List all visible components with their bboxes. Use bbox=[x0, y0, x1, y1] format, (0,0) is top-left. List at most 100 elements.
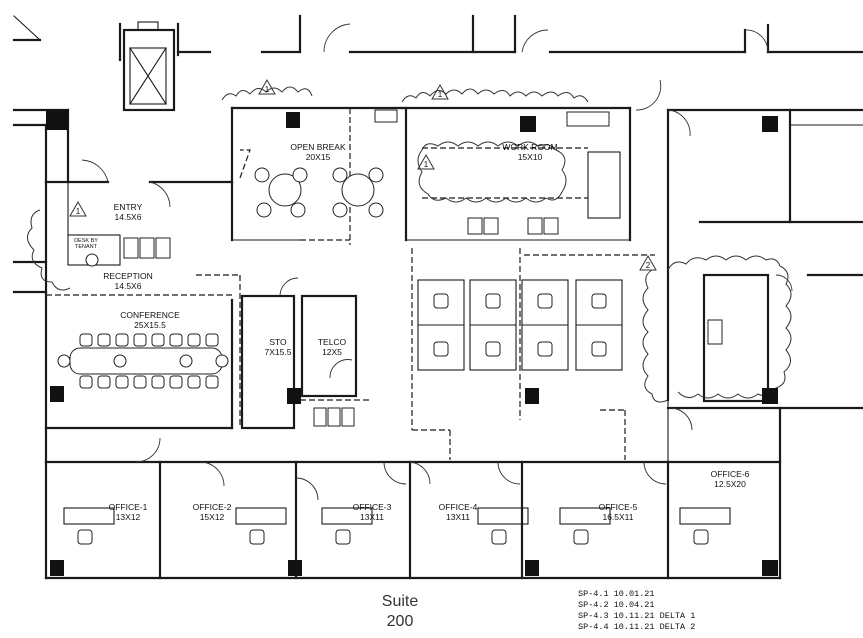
delta-marker: 2 bbox=[639, 254, 657, 271]
entry-reception bbox=[46, 159, 232, 296]
office-chair bbox=[249, 529, 265, 545]
revision-list: SP-4.1 10.01.21 SP-4.2 10.04.21 SP-4.3 1… bbox=[578, 589, 695, 632]
workstation-chair bbox=[591, 341, 607, 357]
office-chair bbox=[573, 529, 589, 545]
room-label-office-5: OFFICE-5 16.5X11 bbox=[599, 502, 638, 522]
workstation-chair bbox=[537, 341, 553, 357]
conference-chair bbox=[97, 375, 111, 389]
conference-chair bbox=[115, 375, 129, 389]
workstation-chair bbox=[433, 341, 449, 357]
desk-label-line1: DESK BY bbox=[74, 238, 98, 244]
office-chair bbox=[693, 529, 709, 545]
room-label-office-4: OFFICE-4 13X11 bbox=[439, 502, 478, 522]
delta-marker: 1 bbox=[431, 83, 449, 100]
break-and-work-area bbox=[230, 106, 632, 245]
workstation-chair bbox=[485, 341, 501, 357]
break-tables bbox=[254, 167, 384, 218]
room-size: 14.5X6 bbox=[115, 281, 142, 291]
revision-entry: SP-4.3 10.11.21 DELTA 1 bbox=[578, 611, 695, 621]
delta-markers: 1 1 1 2 1 bbox=[69, 78, 657, 271]
office-chair bbox=[77, 529, 93, 545]
room-name: OFFICE-1 bbox=[109, 502, 148, 512]
conference-chair bbox=[187, 333, 201, 347]
room-label-entry: ENTRY 14.5X6 bbox=[114, 202, 143, 222]
office-desk bbox=[321, 507, 373, 525]
upper-existing-walls bbox=[12, 14, 863, 112]
structural-columns bbox=[46, 110, 778, 576]
workroom-chairs bbox=[467, 217, 559, 235]
office-desk bbox=[679, 507, 731, 525]
room-size: 15X12 bbox=[200, 512, 225, 522]
room-name: OFFICE-5 bbox=[599, 502, 638, 512]
room-size: 13X11 bbox=[360, 512, 384, 522]
suite-perimeter bbox=[12, 79, 863, 580]
conference-chair bbox=[169, 375, 183, 389]
room-name: OFFICE-4 bbox=[439, 502, 478, 512]
room-label-sto: STO 7X15.5 bbox=[265, 337, 292, 357]
room-label-open-break: OPEN BREAK 20X15 bbox=[290, 142, 346, 162]
sto-telco bbox=[240, 277, 372, 430]
workstation-chair bbox=[591, 293, 607, 309]
room-label-conference: CONFERENCE 25X15.5 bbox=[120, 310, 180, 330]
room-size: 12X5 bbox=[322, 347, 342, 357]
room-name: OFFICE-2 bbox=[193, 502, 232, 512]
room-label-telco: TELCO 12X5 bbox=[318, 337, 347, 357]
room-label-office-6: OFFICE-6 12.5X20 bbox=[711, 469, 750, 489]
office-desk bbox=[63, 507, 115, 525]
delta-marker: 1 bbox=[417, 153, 435, 170]
conference-chair bbox=[205, 333, 219, 347]
room-size: 13X11 bbox=[446, 512, 470, 522]
room-size: 25X15.5 bbox=[134, 320, 166, 330]
room-size: 12.5X20 bbox=[714, 479, 746, 489]
revision-entry: SP-4.4 10.11.21 DELTA 2 bbox=[578, 622, 695, 632]
office6-upper bbox=[702, 273, 793, 403]
room-name: TELCO bbox=[318, 337, 347, 347]
conference-chair bbox=[187, 375, 201, 389]
room-labels: OPEN BREAK 20X15 WORK ROOM 15X10 ENTRY 1… bbox=[74, 142, 750, 522]
office-desk bbox=[477, 507, 529, 525]
revision-clouds bbox=[27, 86, 792, 403]
conference-chair bbox=[133, 333, 147, 347]
revision-entry: SP-4.2 10.04.21 bbox=[578, 600, 655, 610]
room-name: CONFERENCE bbox=[120, 310, 180, 320]
workstation-chair bbox=[433, 293, 449, 309]
room-name: OPEN BREAK bbox=[290, 142, 346, 152]
conference-chair bbox=[97, 333, 111, 347]
room-name: ENTRY bbox=[114, 202, 143, 212]
room-size: 14.5X6 bbox=[115, 212, 142, 222]
room-size: 13X12 bbox=[116, 512, 141, 522]
office-row bbox=[44, 407, 782, 580]
office-desk bbox=[559, 507, 611, 525]
desk-label-line2: TENANT bbox=[75, 244, 98, 250]
conference-chair bbox=[115, 333, 129, 347]
delta-number: 1 bbox=[265, 85, 270, 94]
room-label-work-room: WORK ROOM 15X10 bbox=[502, 142, 557, 162]
delta-number: 2 bbox=[646, 261, 651, 270]
room-size: 20X15 bbox=[306, 152, 331, 162]
delta-number: 1 bbox=[76, 207, 81, 216]
conference-chair bbox=[205, 375, 219, 389]
conference-chair bbox=[79, 375, 93, 389]
delta-marker: 1 bbox=[258, 78, 276, 95]
office-chair bbox=[491, 529, 507, 545]
room-size: 16.5X11 bbox=[602, 512, 633, 522]
room-label-office-2: OFFICE-2 15X12 bbox=[193, 502, 232, 522]
conference-chair bbox=[169, 333, 183, 347]
suite-number: 200 bbox=[387, 613, 414, 630]
office-desk bbox=[235, 507, 287, 525]
room-name: RECEPTION bbox=[103, 271, 153, 281]
open-workstations bbox=[411, 248, 655, 460]
room-size: 7X15.5 bbox=[265, 347, 292, 357]
conference-chair bbox=[151, 333, 165, 347]
room-name: STO bbox=[269, 337, 287, 347]
delta-marker: 1 bbox=[69, 200, 87, 217]
room-label-office-3: OFFICE-3 13X11 bbox=[353, 502, 392, 522]
workstation-chair bbox=[485, 293, 501, 309]
suite-label: Suite 200 bbox=[382, 593, 419, 630]
conference-chair bbox=[79, 333, 93, 347]
room-name: OFFICE-3 bbox=[353, 502, 392, 512]
office-chair bbox=[335, 529, 351, 545]
conference-chair bbox=[133, 375, 147, 389]
workstation-chair bbox=[537, 293, 553, 309]
